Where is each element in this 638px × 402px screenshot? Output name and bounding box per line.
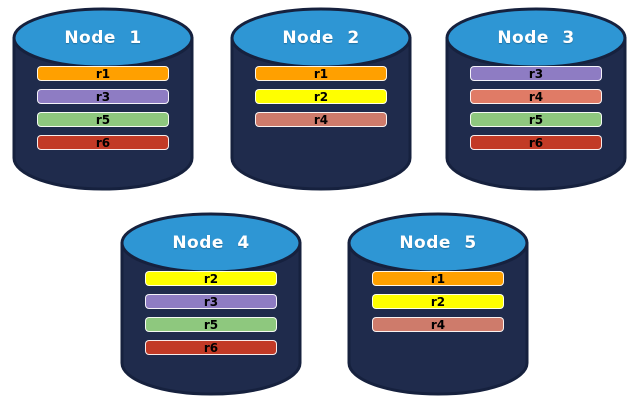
replica-bar: r5 [145, 317, 277, 332]
replica-bar: r2 [145, 271, 277, 286]
replica-bar: r4 [255, 112, 387, 127]
node-2: Node 2 r1 r2 r4 [226, 5, 416, 193]
replica-bar: r3 [37, 89, 169, 104]
replica-bar: r4 [470, 89, 602, 104]
node-title: Node 1 [64, 28, 142, 48]
replica-bar: r1 [37, 66, 169, 81]
replica-bar: r3 [470, 66, 602, 81]
replica-list: r1 r3 r5 r6 [37, 66, 169, 158]
replica-bar: r2 [372, 294, 504, 309]
replica-bar: r6 [470, 135, 602, 150]
replica-list: r1 r2 r4 [255, 66, 387, 135]
replica-bar: r6 [145, 340, 277, 355]
node-5: Node 5 r1 r2 r4 [343, 210, 533, 398]
node-3: Node 3 r3 r4 r5 r6 [441, 5, 631, 193]
node-1: Node 1 r1 r3 r5 r6 [8, 5, 198, 193]
replica-bar: r5 [470, 112, 602, 127]
node-title: Node 5 [399, 233, 477, 253]
replica-list: r3 r4 r5 r6 [470, 66, 602, 158]
node-title: Node 3 [497, 28, 575, 48]
replica-bar: r1 [255, 66, 387, 81]
replica-bar: r3 [145, 294, 277, 309]
replica-bar: r6 [37, 135, 169, 150]
replica-list: r1 r2 r4 [372, 271, 504, 340]
replica-bar: r2 [255, 89, 387, 104]
replica-list: r2 r3 r5 r6 [145, 271, 277, 363]
node-title: Node 2 [282, 28, 360, 48]
replica-bar: r5 [37, 112, 169, 127]
node-title: Node 4 [172, 233, 250, 253]
replica-bar: r1 [372, 271, 504, 286]
replica-bar: r4 [372, 317, 504, 332]
node-4: Node 4 r2 r3 r5 r6 [116, 210, 306, 398]
